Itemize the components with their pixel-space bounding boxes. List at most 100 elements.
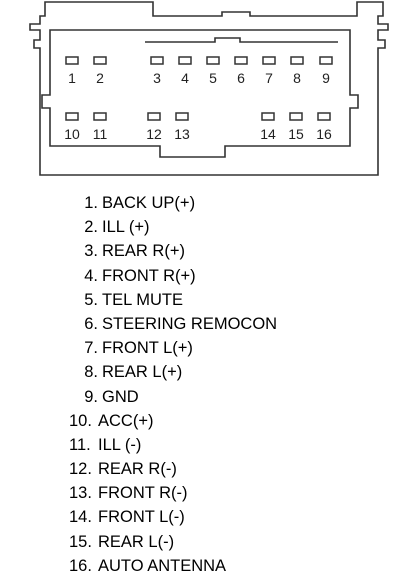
pin-list-item: 16. AUTO ANTENNA xyxy=(0,554,400,578)
pin-number: 15 xyxy=(288,126,304,142)
pin-contact xyxy=(261,112,275,121)
pin-7: 7 xyxy=(262,56,276,86)
pin-number: 3 xyxy=(153,70,161,86)
pin-10: 10 xyxy=(64,112,80,142)
pin-list-label: GND xyxy=(102,387,139,406)
pin-number: 10 xyxy=(64,126,80,142)
pin-list-label: STEERING REMOCON xyxy=(102,314,278,333)
pin-contact xyxy=(93,56,107,65)
connector-latch xyxy=(145,37,338,43)
pin-11: 11 xyxy=(93,112,108,142)
pin-list-item: 1.BACK UP(+) xyxy=(0,191,400,215)
pin-number: 4 xyxy=(181,70,189,86)
pin-list-label: FRONT R(+) xyxy=(102,266,196,285)
pin-number: 7 xyxy=(265,70,273,86)
pin-list-number: 6. xyxy=(84,314,98,333)
pin-list-label: FRONT R(-) xyxy=(98,484,188,503)
pin-13: 13 xyxy=(174,112,190,142)
pin-6: 6 xyxy=(234,56,248,86)
pin-list-number: 8. xyxy=(84,363,98,382)
pin-list-number: 1. xyxy=(84,194,98,212)
pin-list-number: 12. xyxy=(69,460,92,479)
pin-list-label: ILL (-) xyxy=(98,435,142,454)
connector-cavity-outline xyxy=(41,29,359,158)
pin-list-item: 9.GND xyxy=(0,385,400,409)
pin-list-item: 7.FRONT L(+) xyxy=(0,336,400,360)
pin-list-label: REAR L(-) xyxy=(98,532,175,551)
pin-list-number: 11. xyxy=(69,435,91,454)
pin-4: 4 xyxy=(178,56,192,86)
pin-list-label: FRONT L(+) xyxy=(102,339,193,358)
pin-list-label: REAR R(-) xyxy=(98,460,177,479)
pin-contact xyxy=(317,112,331,121)
pin-contact xyxy=(234,56,248,65)
pin-number: 14 xyxy=(260,126,276,142)
pin-list-label: FRONT L(-) xyxy=(98,508,185,527)
pin-list-number: 13. xyxy=(69,484,92,503)
pin-15: 15 xyxy=(288,112,304,142)
pin-number: 2 xyxy=(96,70,104,86)
bottom-pin-row: 10 11 12 13 14 15 16 xyxy=(64,112,332,142)
pin-list-item: 10. ACC(+) xyxy=(0,409,400,433)
pin-list-item: 4.FRONT R(+) xyxy=(0,264,400,288)
pin-number: 5 xyxy=(209,70,217,86)
pin-8: 8 xyxy=(290,56,304,86)
pin-list-item: 5.TEL MUTE xyxy=(0,288,400,312)
pin-list-item: 11. ILL (-) xyxy=(0,433,400,457)
pin-list-item: 14. FRONT L(-) xyxy=(0,505,400,529)
pin-contact xyxy=(178,56,192,65)
pin-list-number: 2. xyxy=(84,218,98,237)
pin-list-number: 3. xyxy=(84,242,98,261)
pin-list-number: 10. xyxy=(69,411,92,430)
pin-contact xyxy=(147,112,161,121)
pin-list-label: ILL (+) xyxy=(102,218,150,237)
pin-list-item: 2.ILL (+) xyxy=(0,215,400,239)
pin-list-number: 9. xyxy=(84,387,98,406)
pin-number: 1 xyxy=(68,70,76,86)
pin-number: 11 xyxy=(93,126,108,142)
pin-2: 2 xyxy=(93,56,107,86)
pin-contact xyxy=(65,56,79,65)
pin-contact xyxy=(289,112,303,121)
pin-list-number: 14. xyxy=(69,508,92,527)
pin-contact xyxy=(262,56,276,65)
pin-contact xyxy=(290,56,304,65)
top-pin-row: 1 2 3 4 5 6 7 8 9 xyxy=(65,56,333,86)
pin-number: 9 xyxy=(322,70,330,86)
connector-housing-outline xyxy=(29,1,389,176)
pin-list-item: 6.STEERING REMOCON xyxy=(0,312,400,336)
pin-list-item: 3.REAR R(+) xyxy=(0,239,400,263)
pin-assignment-list: 1.BACK UP(+)2.ILL (+)3.REAR R(+)4.FRONT … xyxy=(0,191,400,578)
pin-number: 8 xyxy=(293,70,301,86)
pin-list-item: 13. FRONT R(-) xyxy=(0,481,400,505)
pin-contact xyxy=(65,112,79,121)
pin-12: 12 xyxy=(146,112,162,142)
pin-list-number: 16. xyxy=(69,556,92,575)
pin-list-label: REAR R(+) xyxy=(102,242,185,261)
pin-14: 14 xyxy=(260,112,276,142)
pin-number: 16 xyxy=(316,126,332,142)
pin-list-number: 7. xyxy=(84,339,98,358)
pin-list-label: BACK UP(+) xyxy=(102,194,196,212)
pin-3: 3 xyxy=(150,56,164,86)
pin-1: 1 xyxy=(65,56,79,86)
pin-list-number: 5. xyxy=(84,290,98,309)
pin-list-item: 15.REAR L(-) xyxy=(0,530,400,554)
pin-5: 5 xyxy=(206,56,220,86)
pin-contact xyxy=(206,56,220,65)
pin-list-label: ACC(+) xyxy=(98,411,154,430)
pin-16: 16 xyxy=(316,112,332,142)
pin-contact xyxy=(150,56,164,65)
pin-list-item: 12. REAR R(-) xyxy=(0,457,400,481)
pin-contact xyxy=(93,112,107,121)
pin-number: 13 xyxy=(174,126,190,142)
pin-list-label: REAR L(+) xyxy=(102,363,183,382)
pin-9: 9 xyxy=(319,56,333,86)
pin-contact xyxy=(175,112,189,121)
pin-list-label: AUTO ANTENNA xyxy=(98,556,227,575)
pin-list-label: TEL MUTE xyxy=(102,290,183,309)
pin-number: 12 xyxy=(146,126,162,142)
pin-list-item: 8.REAR L(+) xyxy=(0,360,400,384)
pin-contact xyxy=(319,56,333,65)
